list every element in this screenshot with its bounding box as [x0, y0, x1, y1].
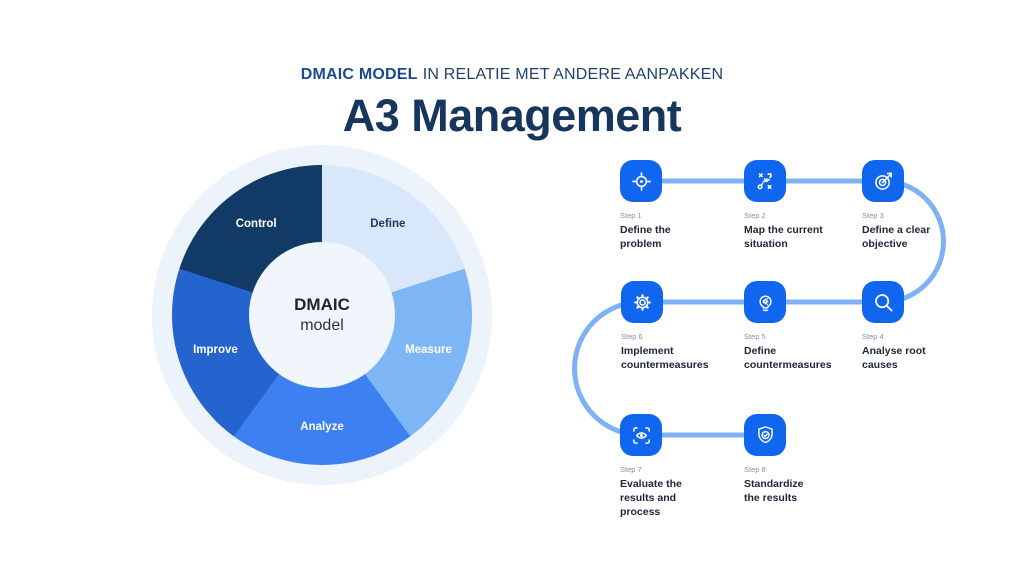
donut-center-subtitle: model: [300, 316, 344, 334]
process-step: Step 4 Analyse root causes: [862, 281, 962, 373]
process-step: Step 3 Define a clear objective: [862, 160, 962, 252]
lightbulb-gear-icon: [744, 281, 786, 323]
step-title: Analyse root causes: [862, 345, 926, 371]
step-title: Evaluate the results and process: [620, 478, 682, 518]
step-title: Standardize the results: [744, 478, 804, 504]
step-number-label: Step 1: [620, 211, 642, 220]
process-step: Step 1 Define the problem: [620, 160, 720, 252]
magnifier-icon: [862, 281, 904, 323]
step-title: Define the problem: [620, 224, 671, 250]
process-step: Step 5 Define countermeasures: [744, 281, 844, 373]
gear-icon: [621, 281, 663, 323]
process-step: Step 2 Map the current situation: [744, 160, 844, 252]
donut-center: DMAIC model: [249, 242, 395, 388]
donut-segment-label: Define: [370, 218, 406, 231]
step-title: Define countermeasures: [744, 345, 832, 371]
strategy-route-icon: [744, 160, 786, 202]
step-number-label: Step 7: [620, 465, 642, 474]
kicker-bold-text: DMAIC MODEL: [300, 66, 418, 83]
eye-scan-icon: [620, 414, 662, 456]
donut-segment-label: Control: [235, 218, 277, 231]
process-step: Step 7 Evaluate the results and process: [620, 414, 720, 520]
donut-segment-label: Improve: [193, 343, 238, 356]
step-number-label: Step 2: [744, 211, 766, 220]
dartboard-arrow-icon: [862, 160, 904, 202]
step-number-label: Step 6: [621, 332, 643, 341]
step-number-label: Step 8: [744, 465, 766, 474]
kicker-rest-text: IN RELATIE MET ANDERE AANPAKKEN: [422, 66, 724, 83]
process-step: Step 8 Standardize the results: [744, 414, 844, 506]
step-number-label: Step 4: [862, 332, 884, 341]
step-title: Define a clear objective: [862, 224, 931, 250]
step-title: Implement countermeasures: [621, 345, 709, 371]
process-step: Step 6 Implement countermeasures: [621, 281, 721, 373]
page-title: A3 Management: [342, 90, 682, 141]
donut-center-title: DMAIC: [294, 295, 350, 315]
donut-segment-label: Analyze: [300, 421, 344, 433]
donut-segment-label: Measure: [405, 343, 452, 356]
step-number-label: Step 5: [744, 332, 766, 341]
step-title: Map the current situation: [744, 224, 823, 250]
step-number-label: Step 3: [862, 211, 884, 220]
target-locate-icon: [620, 160, 662, 202]
shield-check-icon: [744, 414, 786, 456]
